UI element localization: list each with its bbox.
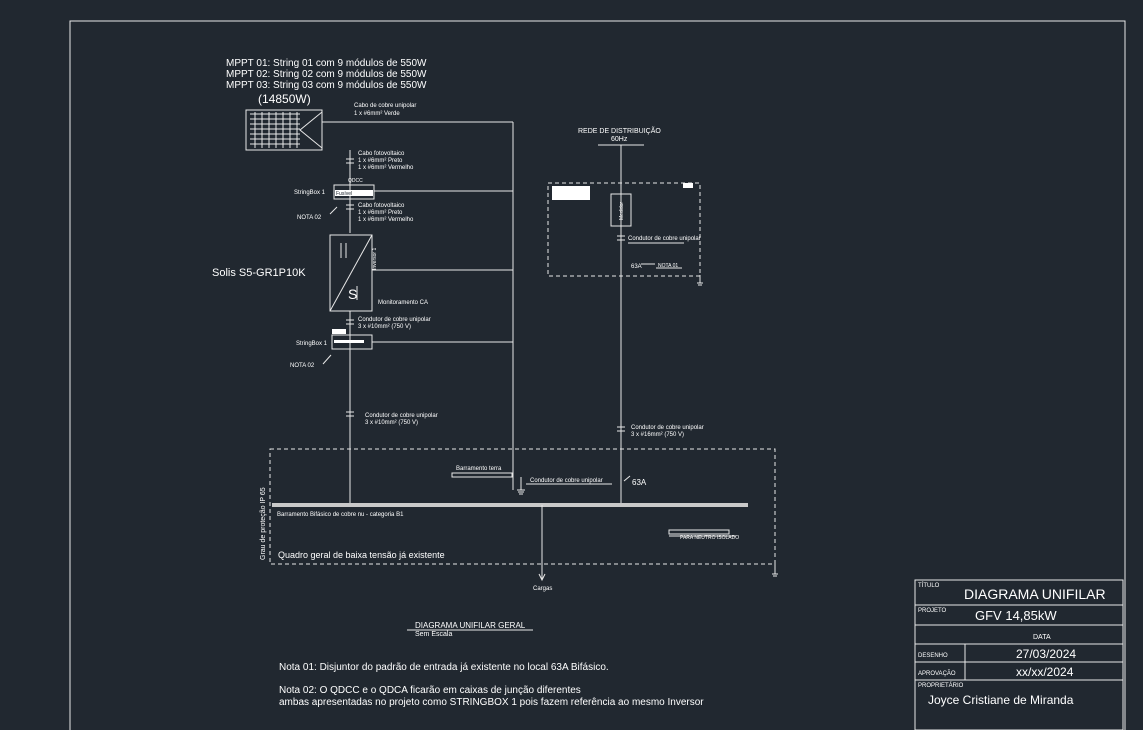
grid-cond2-title: Condutor de cobre unipolar: [631, 425, 704, 431]
ground-bar: [451, 472, 513, 478]
pv-cable1-l1: 1 x #6mm² Preto: [358, 158, 403, 164]
ground-conductor-label: Condutor de cobre unipolar: [530, 478, 603, 484]
meter-label: Medidor: [619, 202, 625, 220]
note-02-line2: ambas apresentadas no projeto como STRIN…: [279, 697, 704, 708]
pv-cable1-l2: 1 x #6mm² Vermelho: [358, 165, 414, 171]
stringbox-dc-label: StringBox 1: [294, 190, 326, 196]
nota01-label: NOTA 01: [658, 263, 678, 269]
busbar-label: Barramento Bifásico de cobre nu - catego…: [277, 512, 404, 518]
ground-bar-label: Barramento terra: [456, 466, 502, 472]
mppt2-text: MPPT 02: String 02 com 9 módulos de 550W: [226, 69, 427, 80]
stringbox-dc-inner: Fusível: [336, 191, 352, 197]
pv-module-icon: [245, 109, 323, 151]
note-02-line1: Nota 02: O QDCC e o QDCA ficarão em caix…: [279, 685, 581, 696]
grid-cond2-spec: 3 x #16mm² (750 V): [631, 432, 684, 438]
grid-breaker: 63A: [631, 264, 642, 270]
mppt3-text: MPPT 03: String 03 com 9 módulos de 550W: [226, 80, 427, 91]
pv-power-text: (14850W): [258, 92, 311, 106]
pv-cable1-title: Cabo fotovoltaico: [358, 151, 405, 157]
stringbox-dc[interactable]: QDCC Fusível: [333, 178, 375, 200]
tb-desenho-date: 27/03/2024: [1016, 647, 1076, 661]
ac-cond1-title: Condutor de cobre unipolar: [358, 317, 431, 323]
stringbox-ac[interactable]: [331, 329, 373, 350]
tb-titulo-label: TÍTULO: [918, 582, 940, 589]
tb-projeto: GFV 14,85kW: [975, 608, 1057, 623]
pv-cable2-l2: 1 x #6mm² Vermelho: [358, 217, 414, 223]
mppt1-text: MPPT 01: String 01 com 9 módulos de 550W: [226, 58, 427, 69]
tb-data-label: DATA: [1033, 634, 1051, 641]
ground-cable-title: Cabo de cobre unipolar: [354, 103, 416, 109]
inverter-side-label: Inversor 1: [372, 248, 378, 270]
nota02-ac-arrow: [322, 354, 332, 365]
inverter-symbol[interactable]: S: [329, 234, 373, 312]
monitoring-label: Monitoramento CA: [378, 300, 428, 306]
ac-cond2-spec: 3 x #10mm² (750 V): [365, 420, 418, 426]
qgbt-breaker: 63A: [632, 478, 647, 487]
tb-desenho-label: DESENHO: [918, 653, 948, 659]
nota02-dc-arrow: [329, 206, 338, 215]
tb-aprovacao-label: APROVAÇÃO: [918, 670, 956, 677]
ac-cond1-spec: 3 x #10mm² (750 V): [358, 324, 411, 330]
tb-aprovacao-date: xx/xx/2024: [1016, 665, 1074, 679]
pv-cable2-title: Cabo fotovoltaico: [358, 203, 405, 209]
ground-cable-spec: 1 x #6mm² Verde: [354, 111, 400, 117]
redacted-block: [552, 186, 590, 200]
entrance-box: [547, 182, 701, 277]
inverter-ac-glyph: S: [348, 286, 357, 302]
caption-scale: Sem Escala: [415, 631, 452, 638]
qgbt-box: [269, 448, 776, 565]
loads-label: Cargas: [533, 586, 552, 592]
tb-proprietario-label: PROPRIETÁRIO: [918, 682, 964, 689]
ip-rating-label: Grau de proteção IP 65: [260, 487, 267, 560]
inverter-model: Solis S5-GR1P10K: [212, 267, 306, 279]
pv-description: MPPT 01: String 01 com 9 módulos de 550W…: [226, 58, 427, 106]
meter-symbol: [610, 193, 632, 227]
nota02-ac-label: NOTA 02: [290, 363, 315, 369]
qgbt-title: Quadro geral de baixa tensão já existent…: [278, 550, 445, 560]
grid-title: REDE DE DISTRIBUIÇÃO: [578, 126, 661, 135]
neutral-bar: [668, 529, 730, 535]
stringbox-ac-label: StringBox 1: [296, 341, 328, 347]
stringbox-dc-top-label: QDCC: [348, 178, 363, 184]
grid-frequency: 60Hz: [611, 136, 628, 143]
neutral-label: PARA NEUTRO ISOLADO: [680, 535, 739, 541]
note-01: Nota 01: Disjuntor do padrão de entrada …: [279, 662, 609, 673]
pv-cable2-l1: 1 x #6mm² Preto: [358, 210, 403, 216]
caption-title: DIAGRAMA UNIFILAR GERAL: [415, 621, 526, 630]
tb-projeto-label: PROJETO: [918, 608, 947, 614]
tb-proprietario: Joyce Cristiane de Miranda: [928, 693, 1074, 707]
sheet-border: [69, 20, 1126, 730]
tb-titulo: DIAGRAMA UNIFILAR: [964, 586, 1106, 602]
ac-cond2-title: Condutor de cobre unipolar: [365, 413, 438, 419]
title-block: TÍTULO DIAGRAMA UNIFILAR PROJETO GFV 14,…: [914, 579, 1124, 730]
nota02-dc-label: NOTA 02: [297, 215, 322, 221]
grid-cond-title: Condutor de cobre unipolar: [628, 236, 701, 242]
